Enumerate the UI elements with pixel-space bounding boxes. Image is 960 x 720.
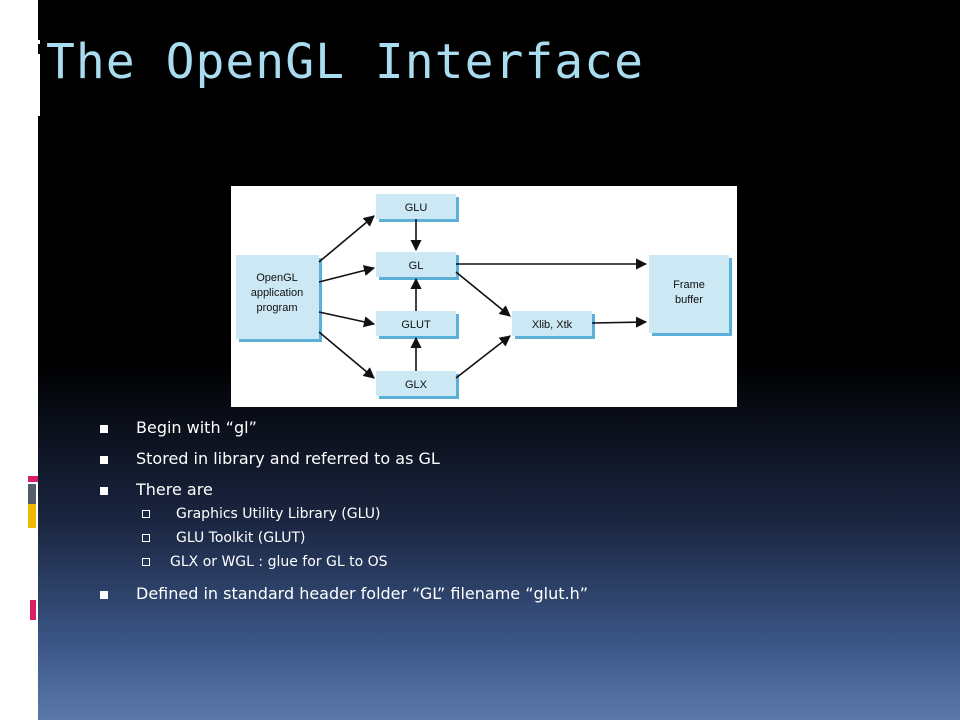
bullet-square-icon (100, 455, 108, 464)
app-label-line1: OpenGL (256, 272, 298, 284)
glx-box: GLX (376, 371, 459, 399)
sub-bullet-item: Graphics Utility Library (GLU) (142, 506, 380, 522)
fb-label-line2: buffer (675, 294, 703, 306)
sub-bullet-square-icon (142, 510, 150, 518)
sub-bullet-text: GLX or WGL : glue for GL to OS (170, 554, 388, 570)
bullet-item: Begin with “gl” (100, 418, 257, 437)
arrow-app-to-glu (318, 215, 375, 263)
app-program-box: OpenGL application program (236, 255, 322, 342)
sub-bullet-text: GLU Toolkit (GLUT) (176, 530, 306, 546)
glut-label: GLUT (401, 319, 431, 331)
arrow-app-to-glx (318, 331, 375, 379)
arrow-gl-to-xlib (455, 271, 511, 317)
bullet-square-icon (100, 424, 108, 433)
side-accent-red-2 (30, 600, 36, 620)
glx-label: GLX (405, 379, 428, 391)
arrow-app-to-glut (318, 311, 376, 328)
bullet-text: Defined in standard header folder “GL” f… (136, 584, 589, 603)
slide-title: The OpenGL Interface (46, 34, 644, 90)
xlib-label: Xlib, Xtk (532, 319, 573, 331)
sub-bullet-square-icon (142, 534, 150, 542)
bullet-item: Defined in standard header folder “GL” f… (100, 584, 588, 603)
app-label-line2: application (251, 287, 304, 299)
glu-label: GLU (405, 202, 428, 214)
sub-bullet-item: GLU Toolkit (GLUT) (142, 530, 305, 546)
arrow-glx-to-xlib (455, 335, 511, 379)
app-label-line3: program (257, 302, 298, 314)
side-accent-yellow (28, 504, 36, 528)
sub-bullet-square-icon (142, 558, 150, 566)
frame-buffer-box: Frame buffer (649, 255, 732, 336)
bullet-text: There are (136, 480, 213, 499)
fb-label-line1: Frame (673, 279, 705, 291)
sub-bullet-text: Graphics Utility Library (GLU) (176, 506, 381, 522)
arrow-app-to-gl (318, 265, 376, 283)
bullet-item: There are (100, 480, 213, 499)
gl-box: GL (376, 252, 459, 280)
bullet-square-icon (100, 486, 108, 495)
side-accent-red-1 (28, 476, 38, 482)
bullet-item: Stored in library and referred to as GL (100, 449, 440, 468)
bullet-text: Stored in library and referred to as GL (136, 449, 440, 468)
xlib-box: Xlib, Xtk (512, 311, 595, 339)
glut-box: GLUT (376, 311, 459, 339)
side-accent-gray (28, 484, 36, 504)
gl-label: GL (409, 260, 424, 272)
glu-box: GLU (376, 194, 459, 222)
bullet-square-icon (100, 590, 108, 599)
bullet-text: Begin with “gl” (136, 418, 257, 437)
arrow-xlib-to-fb (591, 316, 648, 328)
sub-bullet-item: GLX or WGL : glue for GL to OS (142, 554, 388, 570)
opengl-interface-diagram: OpenGL application program GLU GL GLUT G… (231, 186, 737, 407)
title-decoration-icon (20, 40, 40, 120)
